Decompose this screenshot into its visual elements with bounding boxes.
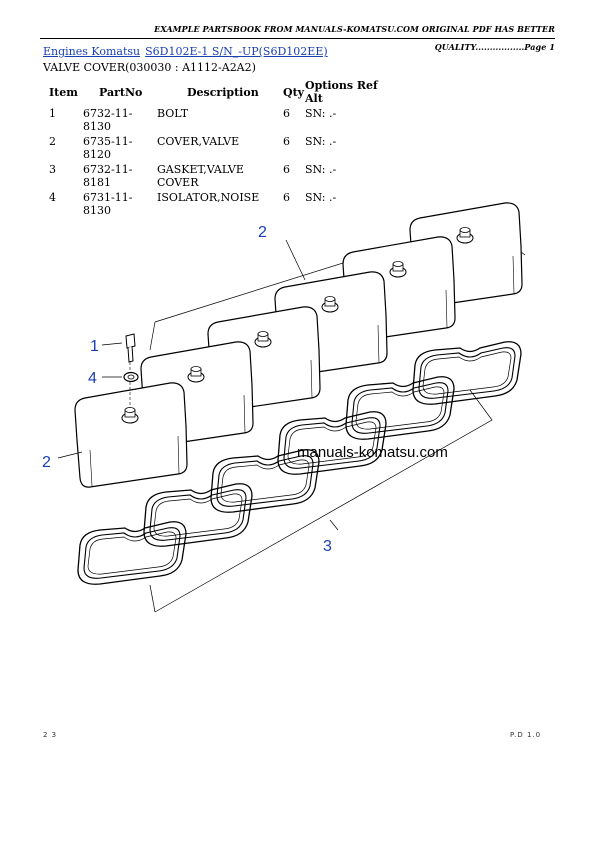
valve-cover-part: [74, 382, 188, 488]
exploded-parts-diagram: 1 4 2 2 3 manuals-komatsu.com: [42, 202, 526, 613]
callout-2-upper: 2: [258, 224, 267, 241]
footer-left: 2 3: [43, 731, 58, 739]
footer-right: P.D 1.0: [510, 731, 542, 739]
parts-table: Item PartNo Description Qty Options Ref …: [43, 78, 395, 218]
cell-options: SN: .-: [305, 135, 337, 148]
col-header-options: Options Ref Alt: [305, 79, 378, 105]
table-row: 2 6735-11-8120 COVER,VALVE 6 SN: .-: [43, 134, 395, 162]
gasket-part: [277, 411, 387, 475]
gasket-part: [77, 521, 187, 585]
cell-item: 2: [49, 135, 56, 148]
cell-qty: 6: [283, 107, 290, 120]
isolator-part: [123, 371, 139, 383]
cell-partno: 6731-11-8130: [83, 191, 133, 217]
cell-item: 1: [49, 107, 56, 120]
cell-description: BOLT: [157, 107, 189, 120]
table-header-row: Item PartNo Description Qty Options Ref …: [43, 78, 395, 106]
section-title: VALVE COVER(030030 : A1112-A2A2): [43, 61, 256, 74]
gasket-part: [412, 341, 522, 405]
cell-partno: 6735-11-8120: [83, 135, 133, 161]
cell-options: SN: .-: [305, 191, 337, 204]
col-header-qty: Qty: [283, 85, 305, 99]
leader-line: [285, 239, 306, 281]
callout-2-lower: 2: [42, 454, 51, 471]
breadcrumb-link-model[interactable]: S6D102E-1 S/N_-UP(S6D102EE): [145, 45, 328, 58]
bolt-part: [125, 333, 136, 408]
table-row: 3 6732-11-8181 GASKET,VALVE COVER 6 SN: …: [43, 162, 395, 190]
callout-3: 3: [323, 538, 332, 555]
page-header: EXAMPLE PARTSBOOK FROM MANUALS-KOMATSU.C…: [40, 20, 555, 52]
callout-1: 1: [90, 338, 99, 355]
callout-4: 4: [88, 370, 97, 387]
col-header-partno: PartNo: [99, 85, 143, 99]
col-header-item: Item: [49, 85, 78, 99]
cell-item: 3: [49, 163, 56, 176]
cell-options: SN: .-: [305, 163, 337, 176]
cell-qty: 6: [283, 191, 290, 204]
col-header-description: Description: [187, 85, 259, 99]
cell-qty: 6: [283, 135, 290, 148]
table-row: 4 6731-11-8130 ISOLATOR,NOISE 6 SN: .-: [43, 190, 395, 218]
cell-item: 4: [49, 191, 56, 204]
cell-description: COVER,VALVE: [157, 135, 240, 148]
gasket-part: [143, 483, 253, 547]
cell-partno: 6732-11-8130: [83, 107, 133, 133]
cell-qty: 6: [283, 163, 290, 176]
watermark-text: manuals-komatsu.com: [297, 444, 448, 461]
breadcrumb: Engines Komatsu S6D102E-1 S/N_-UP(S6D102E…: [43, 45, 328, 58]
breadcrumb-link-engines[interactable]: Engines Komatsu: [43, 45, 141, 58]
cell-description: GASKET,VALVE COVER: [157, 163, 244, 189]
cell-partno: 6732-11-8181: [83, 163, 133, 189]
gasket-part: [345, 376, 455, 440]
table-row: 1 6732-11-8130 BOLT 6 SN: .-: [43, 106, 395, 134]
cell-description: ISOLATOR,NOISE: [157, 191, 260, 204]
cell-options: SN: .-: [305, 107, 337, 120]
